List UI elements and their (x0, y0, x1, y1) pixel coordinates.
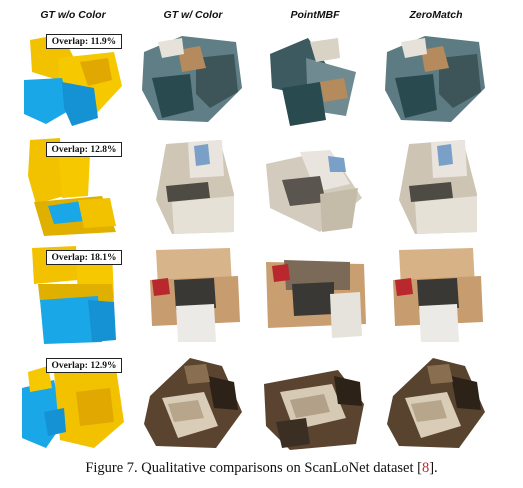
scene-kitchen-misaligned (266, 150, 362, 232)
row1-gt-without-color: Overlap: 11.9% (18, 28, 128, 133)
overlap-badge: Overlap: 12.8% (46, 142, 122, 157)
row4-pointmbf (260, 352, 370, 457)
scene-kitchen-image (156, 140, 234, 234)
scene-kitchen-aligned (399, 140, 477, 234)
row3-zeromatch (381, 244, 491, 349)
point-cloud-yellow-cyan (28, 138, 116, 236)
row3-gt-with-color (138, 244, 248, 349)
row1-gt-with-color (138, 28, 248, 133)
header-zeromatch: ZeroMatch (409, 9, 463, 21)
scene-living-room-image (142, 36, 242, 122)
row2-pointmbf (260, 136, 370, 241)
row1-pointmbf (260, 28, 370, 133)
row4-gt-without-color: Overlap: 12.9% (18, 352, 128, 457)
row3-gt-without-color: Overlap: 18.1% (18, 244, 128, 349)
row1-zeromatch (381, 28, 491, 133)
overlap-badge: Overlap: 12.9% (46, 358, 122, 373)
overlap-badge: Overlap: 11.9% (46, 34, 122, 49)
row2-zeromatch (381, 136, 491, 241)
figure-caption: Figure 7. Qualitative comparisons on Sca… (0, 460, 523, 477)
scene-living-room-aligned (385, 36, 485, 122)
header-pointmbf: PointMBF (290, 9, 340, 21)
caption-suffix: ]. (429, 460, 438, 476)
scene-bedroom-misaligned (264, 370, 364, 450)
row4-gt-with-color (138, 352, 248, 457)
scene-living-room-misaligned (270, 38, 356, 126)
scene-kitchen-stove-aligned (393, 248, 483, 342)
scene-kitchen-stove-image (150, 248, 240, 342)
header-gt-with-color: GT w/ Color (163, 9, 223, 21)
row2-gt-with-color (138, 136, 248, 241)
scene-bedroom-aligned (387, 358, 485, 448)
row2-gt-without-color: Overlap: 12.8% (18, 136, 128, 241)
citation-link[interactable]: 8 (421, 460, 430, 476)
scene-bedroom-image (144, 358, 242, 448)
row4-zeromatch (381, 352, 491, 457)
row3-pointmbf (260, 244, 370, 349)
overlap-badge: Overlap: 18.1% (46, 250, 122, 265)
caption-text: Figure 7. Qualitative comparisons on Sca… (85, 460, 422, 476)
header-gt-without-color: GT w/o Color (40, 9, 106, 21)
point-cloud-yellow-cyan (24, 34, 122, 126)
point-cloud-yellow-cyan (22, 366, 124, 448)
scene-kitchen-stove-misaligned (266, 260, 366, 338)
